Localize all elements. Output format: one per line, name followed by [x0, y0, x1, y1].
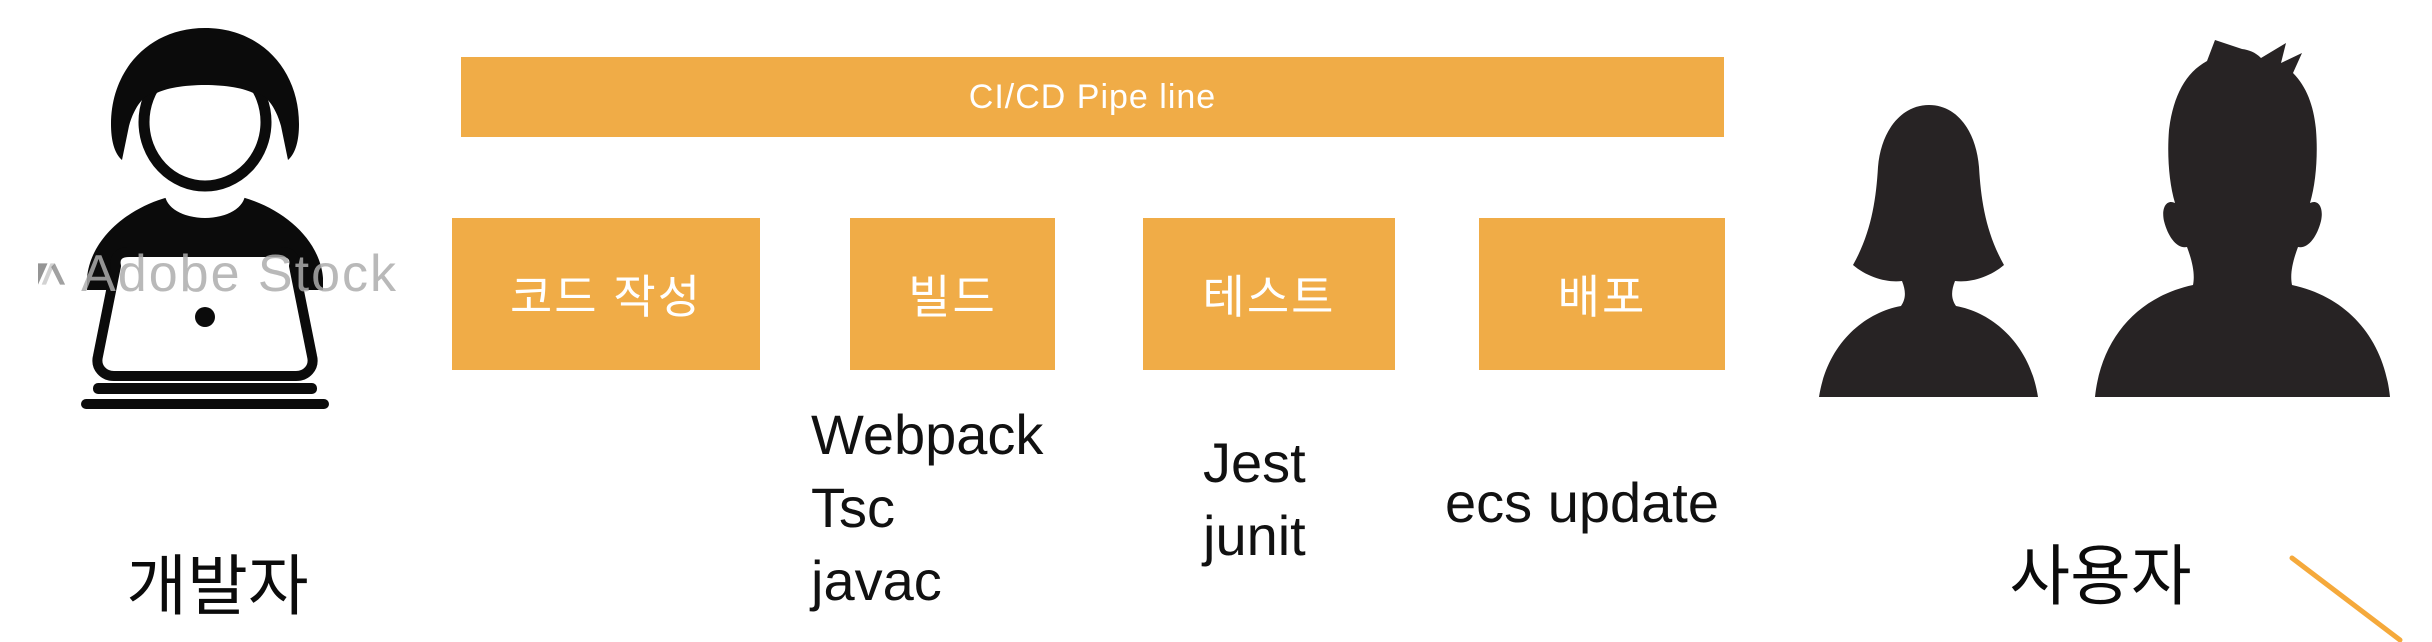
developer-at-laptop-icon	[81, 28, 329, 409]
build-tools-list: Webpack Tsc javac	[811, 398, 1043, 617]
cicd-pipeline-banner-label: CI/CD Pipe line	[968, 77, 1217, 116]
developer-laptop-base-bar-2	[81, 399, 329, 409]
stage-box-build-label: 빌드	[908, 271, 997, 323]
stage-box-write-code: 코드 작성	[452, 218, 760, 370]
test-tool-item: Jest	[1203, 431, 1306, 494]
developer-hair	[111, 28, 299, 160]
developer-laptop-base-bar	[93, 383, 317, 394]
stage-box-write-code-label: 코드 작성	[509, 271, 703, 323]
stage-box-build: 빌드	[850, 218, 1055, 370]
build-tool-item: javac	[811, 549, 942, 612]
cicd-pipeline-banner: CI/CD Pipe line	[461, 57, 1724, 137]
developer-laptop-logo-dot	[195, 307, 215, 327]
test-tool-item: junit	[1203, 504, 1306, 567]
stage-box-test-label: 테스트	[1202, 271, 1336, 323]
deploy-tool-item: ecs update	[1445, 471, 1719, 534]
stage-box-test: 테스트	[1143, 218, 1395, 370]
stage-box-deploy-label: 배포	[1557, 271, 1647, 323]
orange-diagonal-line	[2289, 555, 2403, 642]
stage-box-deploy: 배포	[1479, 218, 1725, 370]
build-tool-item: Tsc	[811, 476, 895, 539]
build-tool-item: Webpack	[811, 403, 1044, 466]
male-user-silhouette-icon	[2095, 40, 2390, 397]
female-user-silhouette-icon	[1819, 105, 2038, 397]
users-label: 사용자	[2009, 539, 2192, 613]
test-tools-list: Jest junit	[1203, 426, 1306, 572]
developer-label: 개발자	[126, 549, 309, 623]
deploy-tools-list: ecs update	[1445, 466, 1719, 539]
